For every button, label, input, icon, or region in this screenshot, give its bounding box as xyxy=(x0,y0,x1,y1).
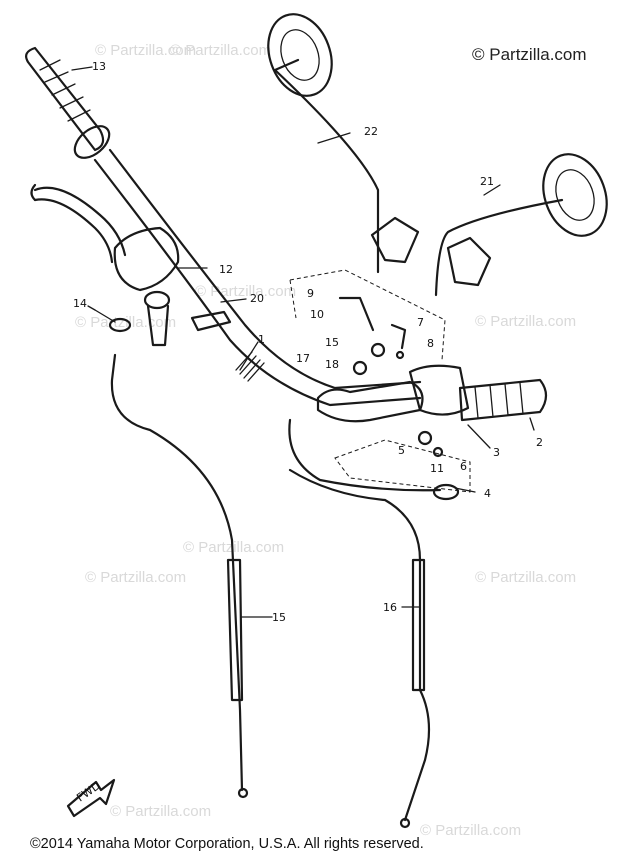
callout-numbers: 13 12 20 1 22 21 14 9 10 7 15 8 17 18 2 … xyxy=(73,60,543,624)
watermark: © Partzilla.com xyxy=(110,803,211,820)
callout-13: 13 xyxy=(92,60,106,73)
left-grip xyxy=(25,46,111,159)
callout-15-bottom: 15 xyxy=(272,611,286,624)
callout-1: 1 xyxy=(258,333,265,346)
mirror-right xyxy=(434,153,608,297)
watermark: © Partzilla.com xyxy=(475,313,576,330)
callout-18: 18 xyxy=(325,358,339,371)
callout-21: 21 xyxy=(480,175,494,188)
callout-17: 17 xyxy=(296,352,310,365)
callout-16: 16 xyxy=(383,601,397,614)
watermark: © Partzilla.com xyxy=(85,569,186,586)
watermark: © Partzilla.com xyxy=(170,42,271,59)
watermark: © Partzilla.com xyxy=(183,539,284,556)
callout-14: 14 xyxy=(73,297,87,310)
clamp-20 xyxy=(190,310,232,332)
left-lever-assembly xyxy=(30,183,180,347)
watermark: © Partzilla.com xyxy=(420,822,521,839)
watermark: © Partzilla.com xyxy=(75,314,176,331)
callout-15-top: 15 xyxy=(325,336,339,349)
watermark: © Partzilla.com xyxy=(195,283,296,300)
callout-5: 5 xyxy=(398,444,405,457)
handlebar xyxy=(93,148,422,407)
callout-6: 6 xyxy=(460,460,467,473)
callout-4: 4 xyxy=(484,487,491,500)
callout-10: 10 xyxy=(310,308,324,321)
callout-3: 3 xyxy=(493,446,500,459)
callout-22: 22 xyxy=(364,125,378,138)
fwd-label: FWD xyxy=(74,779,102,804)
cables xyxy=(110,353,431,829)
callout-7: 7 xyxy=(417,316,424,329)
callout-20: 20 xyxy=(250,292,264,305)
mirror-left xyxy=(267,13,420,274)
callout-11: 11 xyxy=(430,462,444,475)
watermarks: © Partzilla.com © Partzilla.com © Partzi… xyxy=(75,42,576,839)
right-grip xyxy=(458,378,548,422)
copyright-notice: ©2014 Yamaha Motor Corporation, U.S.A. A… xyxy=(30,836,424,852)
callout-8: 8 xyxy=(427,337,434,350)
leader-lines xyxy=(71,66,535,618)
forward-arrow: FWD xyxy=(66,778,116,818)
top-watermark: © Partzilla.com xyxy=(472,45,587,64)
callout-9: 9 xyxy=(307,287,314,300)
watermark: © Partzilla.com xyxy=(475,569,576,586)
callout-2: 2 xyxy=(536,436,543,449)
right-lever-assembly xyxy=(288,269,471,501)
callout-12: 12 xyxy=(219,263,233,276)
watermark: © Partzilla.com xyxy=(95,42,196,59)
